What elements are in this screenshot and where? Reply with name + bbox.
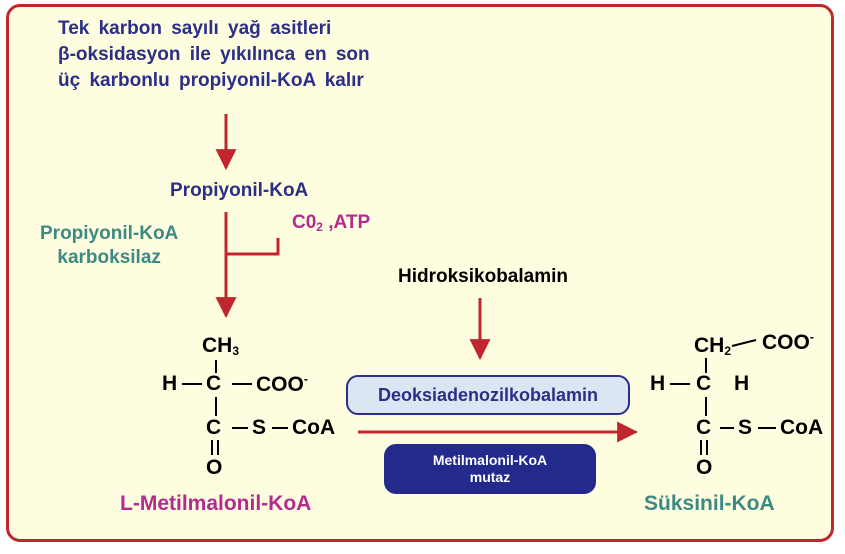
right-coa: CoA xyxy=(780,416,824,439)
carboxylase-line-2: karboksilaz xyxy=(57,247,161,268)
right-molecule-bonds xyxy=(670,339,776,455)
cofactor-rest: ,ATP xyxy=(322,212,371,233)
mutase-line-1: Metilmalonil-KoA xyxy=(432,452,548,468)
hydroxocobalamin-label: Hidroksikobalamin xyxy=(398,266,568,287)
left-molecule-bonds xyxy=(182,360,288,455)
intro-line-2: β-oksidasyon ile yıkılınca en son xyxy=(58,44,370,65)
cofactor-co: C0 xyxy=(292,212,317,233)
left-ch3-sub: 3 xyxy=(232,344,240,358)
intro-line-3: üç karbonlu propiyonil-KoA kalır xyxy=(58,70,364,91)
cofactor-bracket xyxy=(226,238,280,256)
right-c-lower: C xyxy=(696,416,712,439)
right-s: S xyxy=(738,416,753,439)
cofactor-label: C02 ,ATP xyxy=(292,212,370,234)
left-coo-text: COO xyxy=(256,373,304,396)
left-molecule-name: L-Metilmalonil-KoA xyxy=(120,492,312,515)
right-h-left: H xyxy=(650,372,666,395)
left-ch3: CH3 xyxy=(202,334,239,358)
left-o: O xyxy=(206,456,223,479)
right-h-right: H xyxy=(734,372,750,395)
right-o: O xyxy=(696,456,713,479)
coenzyme-label: Deoksiadenozilkobalamin xyxy=(377,384,599,405)
right-ch2-text: CH xyxy=(694,334,725,357)
right-coo-sup: - xyxy=(809,330,814,344)
mutase-line-2: mutaz xyxy=(469,469,511,485)
right-ch2-sub: 2 xyxy=(724,344,732,358)
left-c-lower: C xyxy=(206,416,222,439)
intro-line-1: Tek karbon sayılı yağ asitleri xyxy=(58,18,332,39)
left-ch3-text: CH xyxy=(202,334,233,357)
right-coo: COO- xyxy=(762,330,814,355)
mutase-enzyme-pill: Metilmalonil-KoA mutaz xyxy=(384,444,596,494)
propiyonil-koa-label: Propiyonil-KoA xyxy=(170,180,309,201)
right-molecule-name: Süksinil-KoA xyxy=(644,492,775,515)
cofactor-sub: 2 xyxy=(316,220,323,234)
left-coa: CoA xyxy=(292,416,336,439)
right-ch2: CH2 xyxy=(694,334,731,358)
left-c-center: C xyxy=(206,372,222,395)
coenzyme-pill: Deoksiadenozilkobalamin xyxy=(346,375,630,415)
carboxylase-line-1: Propiyonil-KoA xyxy=(40,223,179,244)
right-coo-text: COO xyxy=(762,331,810,354)
carboxylase-enzyme-label: Propiyonil-KoA karboksilaz xyxy=(40,222,178,270)
left-coo-sup: - xyxy=(303,372,308,386)
left-s: S xyxy=(252,416,267,439)
left-h: H xyxy=(162,372,178,395)
left-coo: COO- xyxy=(256,372,308,397)
right-c-center: C xyxy=(696,372,712,395)
intro-text: Tek karbon sayılı yağ asitleri β-oksidas… xyxy=(58,16,370,94)
